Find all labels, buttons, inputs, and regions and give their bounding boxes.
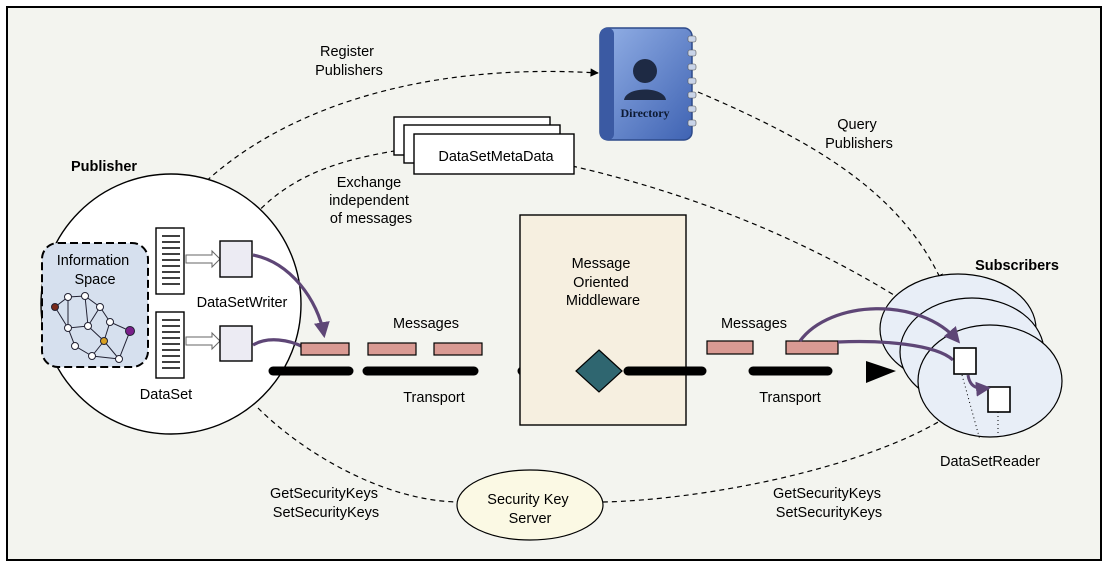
dataset-label: DataSet — [140, 387, 192, 403]
dataset-to-writer-arrow-top — [185, 249, 221, 269]
dataset-document-top — [155, 227, 185, 295]
messages-label-right: Messages — [721, 316, 787, 332]
datasetmetadata-stack: DataSetMetaData — [393, 116, 575, 175]
query-publishers-label: Query Publishers — [825, 117, 893, 152]
middleware-diamond — [575, 349, 623, 393]
dataset-to-writer-arrow-bottom — [185, 331, 221, 351]
dataset-document-bottom — [155, 311, 185, 379]
register-publishers-label: Register Publishers — [315, 44, 383, 79]
subscriber-ellipse-3 — [917, 324, 1063, 438]
datasetreader-box-2 — [987, 386, 1011, 413]
directory-label: Directory — [620, 106, 669, 120]
message-to-subscriber-flow-top — [798, 307, 961, 344]
transport-label-right: Transport — [759, 390, 821, 406]
writer-to-message-flow-bottom — [252, 338, 304, 349]
message-left-3 — [433, 342, 483, 356]
middleware-box — [519, 214, 687, 426]
datasetwriter-box-top — [219, 240, 253, 278]
register-publishers-connector — [199, 68, 599, 188]
exchange-label: Exchange independent of messages — [329, 175, 413, 227]
subscribers-title: Subscribers — [975, 258, 1059, 274]
writer-to-message-flow-top — [252, 253, 330, 339]
reader-dotted-line-1 — [961, 374, 981, 441]
message-left-2 — [367, 342, 417, 356]
exchange-connector — [237, 149, 401, 237]
message-right-1 — [706, 340, 754, 355]
message-left-1 — [300, 342, 350, 356]
datasetwriter-box-bottom — [219, 325, 253, 362]
middleware-label: Message Oriented Middleware — [566, 256, 640, 309]
information-space: Information Space — [41, 242, 149, 368]
metadata-to-subscribers-connector — [571, 165, 903, 301]
security-key-server-label: Security Key Server — [487, 492, 572, 527]
security-key-server — [456, 469, 604, 541]
message-to-subscriber-flow-bottom — [837, 339, 955, 362]
query-publishers-connector — [697, 91, 943, 283]
directory-icon: Directory — [599, 27, 697, 141]
message-right-2 — [785, 340, 839, 355]
datasetreader-label: DataSetReader — [940, 454, 1040, 470]
svg-text:Information Space: Information Space — [57, 253, 134, 288]
datasetwriter-label: DataSetWriter — [197, 295, 288, 311]
publisher-title: Publisher — [71, 159, 137, 175]
datasetreader-box-1 — [953, 347, 977, 375]
transport-arrowhead-right — [866, 361, 896, 383]
reader-to-reader-flow — [966, 374, 991, 397]
security-calls-right: GetSecurityKeys SetSecurityKeys — [773, 486, 885, 521]
datasetmetadata-label: DataSetMetaData — [438, 149, 554, 165]
transport-label-left: Transport — [403, 390, 465, 406]
security-calls-left: GetSecurityKeys SetSecurityKeys — [270, 486, 382, 521]
messages-label-left: Messages — [393, 316, 459, 332]
